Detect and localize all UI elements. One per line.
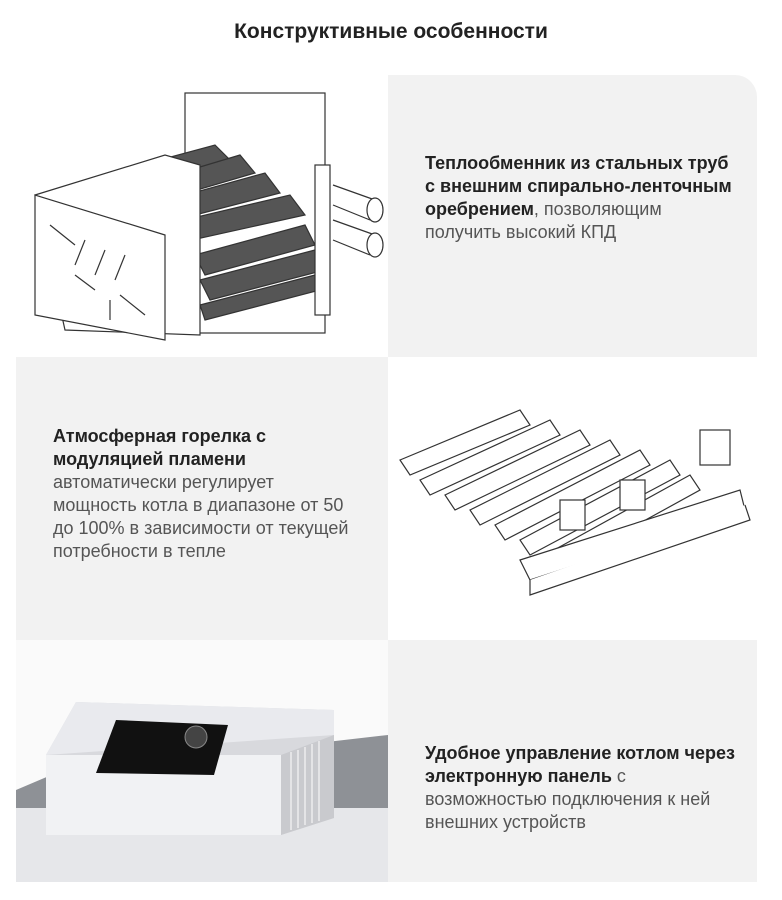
feature-1-bold: Теплообменник из стальных труб с внешним… [425, 153, 732, 219]
feature-3-panel [388, 640, 757, 882]
control-panel-image [16, 640, 388, 882]
feature-3-bold: Удобное управление котлом через электрон… [425, 743, 735, 786]
page-title: Конструктивные особенности [234, 20, 548, 43]
atmospheric-burner-image [399, 409, 751, 596]
feature-3-text: Удобное управление котлом через электрон… [425, 742, 735, 834]
heat-exchanger-image [34, 92, 384, 341]
feature-2-normal: автоматически регулирует мощность котла … [53, 472, 349, 561]
feature-1-normal: , позволяющим получить высокий КПД [425, 199, 662, 242]
feature-2-text: Атмосферная горелка с модуляцией пламени… [53, 425, 353, 563]
feature-1-text: Теплообменник из стальных труб с внешним… [425, 152, 735, 244]
feature-1-panel [388, 75, 757, 357]
feature-3-normal: с возможностью подключения к ней внешних… [425, 766, 711, 832]
feature-2-panel [16, 357, 388, 642]
feature-2-bold: Атмосферная горелка с модуляцией пламени [53, 426, 267, 469]
